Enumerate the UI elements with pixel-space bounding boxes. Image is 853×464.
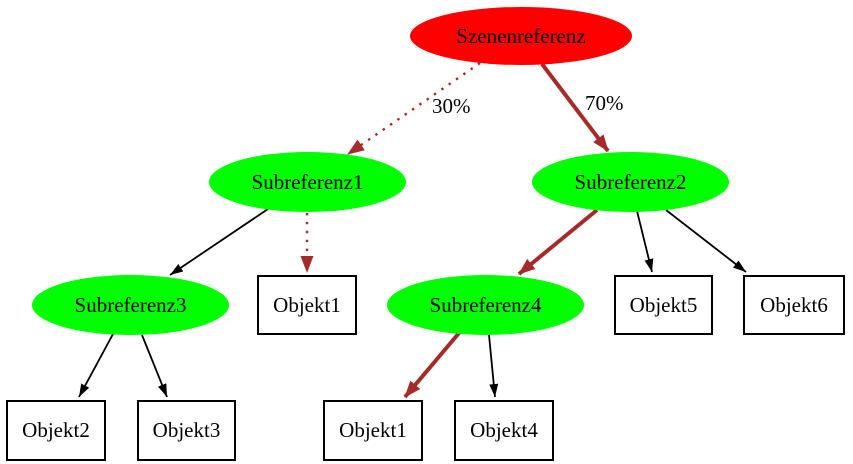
node-subreferenz1-label: Subreferenz1 xyxy=(251,169,364,194)
node-objekt4-label: Objekt4 xyxy=(470,418,538,442)
edge-subreferenz2-subreferenz4 xyxy=(517,208,599,276)
node-objekt3: Objekt3 xyxy=(137,400,236,461)
edge-subreferenz4-objekt1 xyxy=(403,331,461,399)
node-objekt1-lower: Objekt1 xyxy=(323,400,423,461)
node-objekt4: Objekt4 xyxy=(454,400,554,461)
node-subreferenz3-label: Subreferenz3 xyxy=(74,292,187,317)
node-objekt1-upper: Objekt1 xyxy=(257,275,357,335)
node-subreferenz1: Subreferenz1 xyxy=(209,152,406,212)
edge-label-70-percent: 70% xyxy=(585,91,624,115)
node-subreferenz4: Subreferenz4 xyxy=(387,275,584,335)
node-objekt2: Objekt2 xyxy=(6,400,106,461)
edge-subreferenz4-objekt4 xyxy=(488,334,499,398)
node-szenenreferenz-label: Szenenreferenz xyxy=(456,23,586,48)
node-objekt3-label: Objekt3 xyxy=(152,418,221,442)
edge-subreferenz3-objekt2 xyxy=(78,333,114,398)
node-objekt2-label: Objekt2 xyxy=(22,418,90,442)
node-objekt1-upper-label: Objekt1 xyxy=(273,292,341,317)
edge-szenenreferenz-subreferenz1 xyxy=(347,62,481,155)
edge-subreferenz3-objekt3 xyxy=(141,334,168,398)
node-objekt6-label: Objekt6 xyxy=(760,292,828,317)
edge-label-30-percent: 30% xyxy=(432,94,471,118)
node-subreferenz2-label: Subreferenz2 xyxy=(574,169,687,194)
edge-subreferenz1-subreferenz3 xyxy=(169,208,269,276)
node-objekt1-lower-label: Objekt1 xyxy=(339,418,407,442)
node-objekt5-label: Objekt5 xyxy=(629,292,698,317)
node-subreferenz2: Subreferenz2 xyxy=(532,152,729,212)
edge-szenenreferenz-subreferenz2 xyxy=(540,62,610,153)
node-subreferenz3: Subreferenz3 xyxy=(32,275,229,335)
edge-subreferenz2-objekt5 xyxy=(636,210,654,273)
edge-subreferenz2-objekt6 xyxy=(665,209,747,273)
node-objekt6: Objekt6 xyxy=(743,275,845,335)
node-subreferenz4-label: Subreferenz4 xyxy=(429,292,542,317)
node-szenenreferenz: Szenenreferenz xyxy=(410,7,632,65)
node-objekt5: Objekt5 xyxy=(614,275,713,335)
